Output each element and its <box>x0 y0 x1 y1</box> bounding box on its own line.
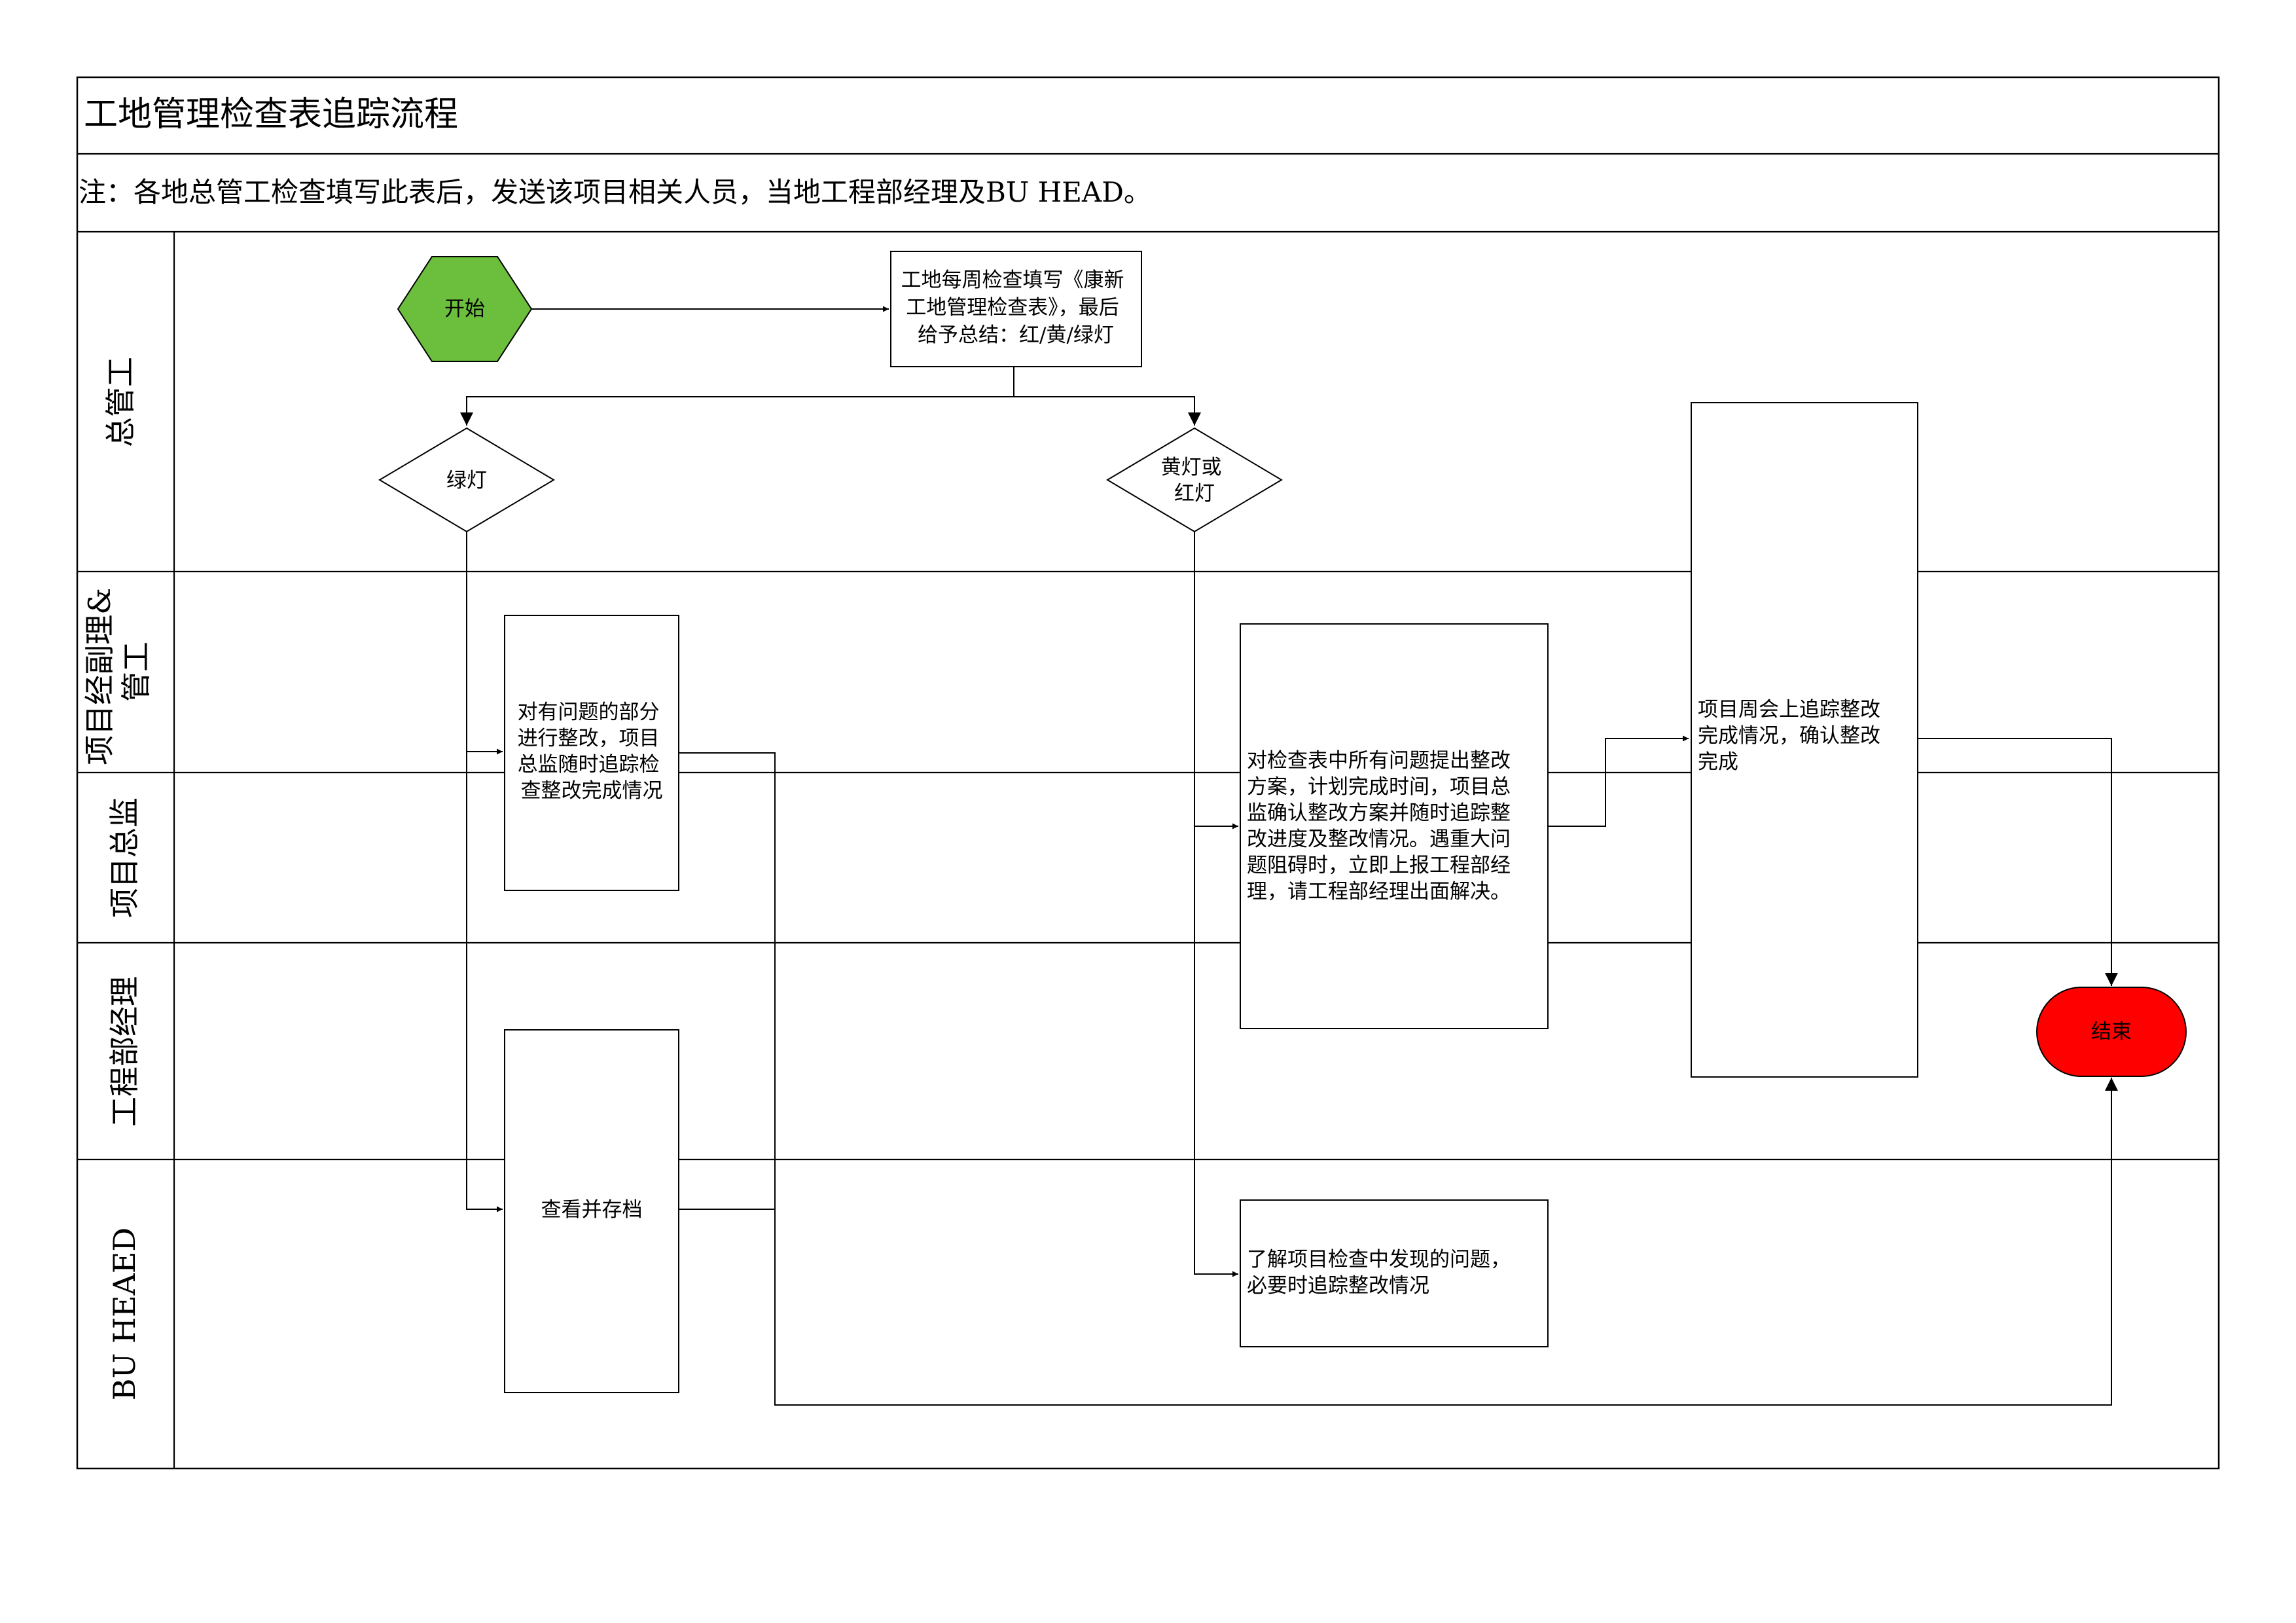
rectify-partial-box <box>504 615 679 891</box>
lane-label-bu-head: BU HEAED <box>107 1228 142 1401</box>
yellow-red-label: 黄灯或 红灯 <box>1161 456 1229 505</box>
text-line: 总监随时追踪检 <box>518 753 660 776</box>
green-label: 绿灯 <box>446 469 487 492</box>
weekly-meeting-label: 项目周会上追踪整改 完成情况，确认整改 完成 <box>1698 698 1887 774</box>
rectify-partial-node: 对有问题的部分 进行整改，项目 总监随时追踪检 查整改完成情况 <box>504 615 679 891</box>
connector-form-to-green <box>460 367 1014 426</box>
connector-meeting-to-end <box>1918 738 2118 986</box>
text-line: 对有问题的部分 <box>518 701 660 724</box>
text-line: 工地管理检查表》，最后 <box>906 296 1119 319</box>
connector-green-to-archive <box>466 752 503 1213</box>
green-decision-node: 绿灯 <box>378 427 555 533</box>
rectify-partial-label: 对有问题的部分 进行整改，项目 总监随时追踪检 查整改完成情况 <box>518 701 666 803</box>
text-line: 完成 <box>1698 750 1738 774</box>
text-line: 对检查表中所有问题提出整改 <box>1247 749 1511 773</box>
text-line: 监确认整改方案并随时追踪整 <box>1247 801 1511 825</box>
text-line: 进行整改，项目 <box>518 727 660 750</box>
connector-yellow-to-plan <box>1194 532 1238 830</box>
fill-form-box <box>890 251 1142 367</box>
fill-form-label: 工地每周检查填写《康新 工地管理检查表》，最后 给予总结：红/黄/绿灯 <box>901 268 1131 347</box>
view-archive-box <box>504 1029 679 1393</box>
start-node: 开始 <box>397 256 533 362</box>
end-node: 结束 <box>2036 987 2187 1077</box>
weekly-meeting-node: 项目周会上追踪整改 完成情况，确认整改 完成 <box>1691 402 1918 1078</box>
text-line: 理，请工程部经理出面解决。 <box>1247 880 1511 903</box>
lane-label-line: 项目经副理& <box>82 588 117 765</box>
connector-form-to-yellow-red <box>1014 396 1201 426</box>
lane-label-line: 管工 <box>118 642 154 702</box>
text-line: 项目周会上追踪整改 <box>1698 698 1880 721</box>
start-hexagon <box>397 256 533 362</box>
connector-rectify-to-end <box>679 752 2118 1406</box>
end-label: 结束 <box>2091 1020 2132 1044</box>
page-note: 注：各地总管工检查填写此表后，发送该项目相关人员，当地工程部经理及BU HEAD… <box>79 176 1151 208</box>
lane-label-line: 工程部经理 <box>107 976 142 1127</box>
connector-yellow-to-understand <box>1194 826 1238 1277</box>
lane-label-line: 项目总监 <box>107 797 142 918</box>
lane-label-project-deputy-manager: 项目经副理& 管工 <box>82 578 154 765</box>
view-archive-node: 查看并存档 <box>504 1029 679 1393</box>
fill-form-node: 工地每周检查填写《康新 工地管理检查表》，最后 给予总结：红/黄/绿灯 <box>890 251 1142 367</box>
yellow-red-decision-node: 黄灯或 红灯 <box>1106 427 1283 533</box>
text-line: 工地每周检查填写《康新 <box>901 268 1124 292</box>
page-title: 工地管理检查表追踪流程 <box>84 95 458 134</box>
weekly-meeting-box <box>1691 402 1918 1078</box>
text-line: 改进度及整改情况。遇重大问 <box>1247 828 1511 851</box>
text-line: 方案，计划完成时间，项目总 <box>1247 775 1511 799</box>
lane-label-general-foreman: 总管工 <box>103 357 138 447</box>
connector-plan-to-meeting <box>1548 735 1689 827</box>
lane-label-line: BU HEAED <box>107 1228 142 1401</box>
yellow-red-diamond <box>1106 427 1283 533</box>
text-line: 黄灯或 <box>1161 456 1222 479</box>
understand-issues-node: 了解项目检查中发现的问题， 必要时追踪整改情况 <box>1240 1199 1549 1347</box>
text-line: 红灯 <box>1174 482 1215 505</box>
end-terminator <box>2036 987 2187 1077</box>
green-diamond <box>378 427 555 533</box>
start-label: 开始 <box>444 297 485 321</box>
view-archive-label: 查看并存档 <box>541 1198 643 1222</box>
text-line: 必要时追踪整改情况 <box>1247 1274 1429 1298</box>
rectify-plan-box <box>1240 623 1549 1029</box>
rectify-plan-node: 对检查表中所有问题提出整改 方案，计划完成时间，项目总 监确认整改方案并随时追踪… <box>1240 623 1549 1029</box>
text-line: 完成情况，确认整改 <box>1698 724 1880 748</box>
lane-label-engineering-manager: 工程部经理 <box>107 976 142 1127</box>
lane-label-line: 总管工 <box>103 357 138 447</box>
text-line: 给予总结：红/黄/绿灯 <box>918 323 1114 347</box>
text-line: 了解项目检查中发现的问题， <box>1247 1248 1511 1271</box>
text-line: 查整改完成情况 <box>521 779 663 803</box>
connector-green-to-rectify <box>466 532 503 755</box>
rectify-plan-label: 对检查表中所有问题提出整改 方案，计划完成时间，项目总 监确认整改方案并随时追踪… <box>1247 749 1517 903</box>
lane-label-project-director: 项目总监 <box>107 797 142 918</box>
understand-issues-label: 了解项目检查中发现的问题， 必要时追踪整改情况 <box>1247 1248 1517 1298</box>
text-line: 题阻碍时，立即上报工程部经 <box>1247 854 1511 877</box>
understand-issues-box <box>1240 1199 1549 1347</box>
